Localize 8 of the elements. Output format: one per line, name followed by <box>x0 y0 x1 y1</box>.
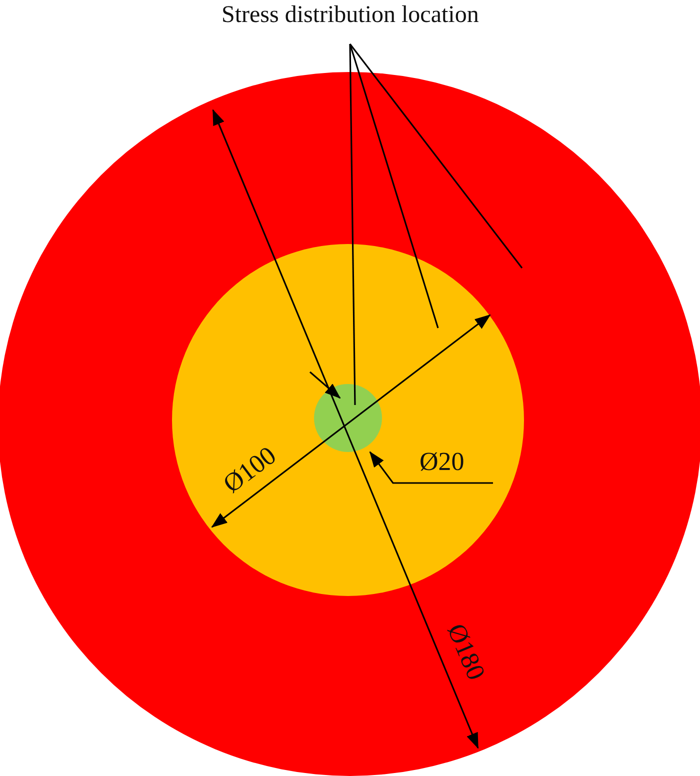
dimension-label: Ø180 <box>440 620 491 684</box>
leader-line <box>349 44 523 268</box>
dimension-label: Ø20 <box>420 447 464 477</box>
leader-line <box>349 44 356 406</box>
outer-ring <box>0 72 700 776</box>
callout-text: Stress distribution location <box>222 2 479 29</box>
leader-line <box>349 44 439 328</box>
inner-core <box>314 384 382 452</box>
